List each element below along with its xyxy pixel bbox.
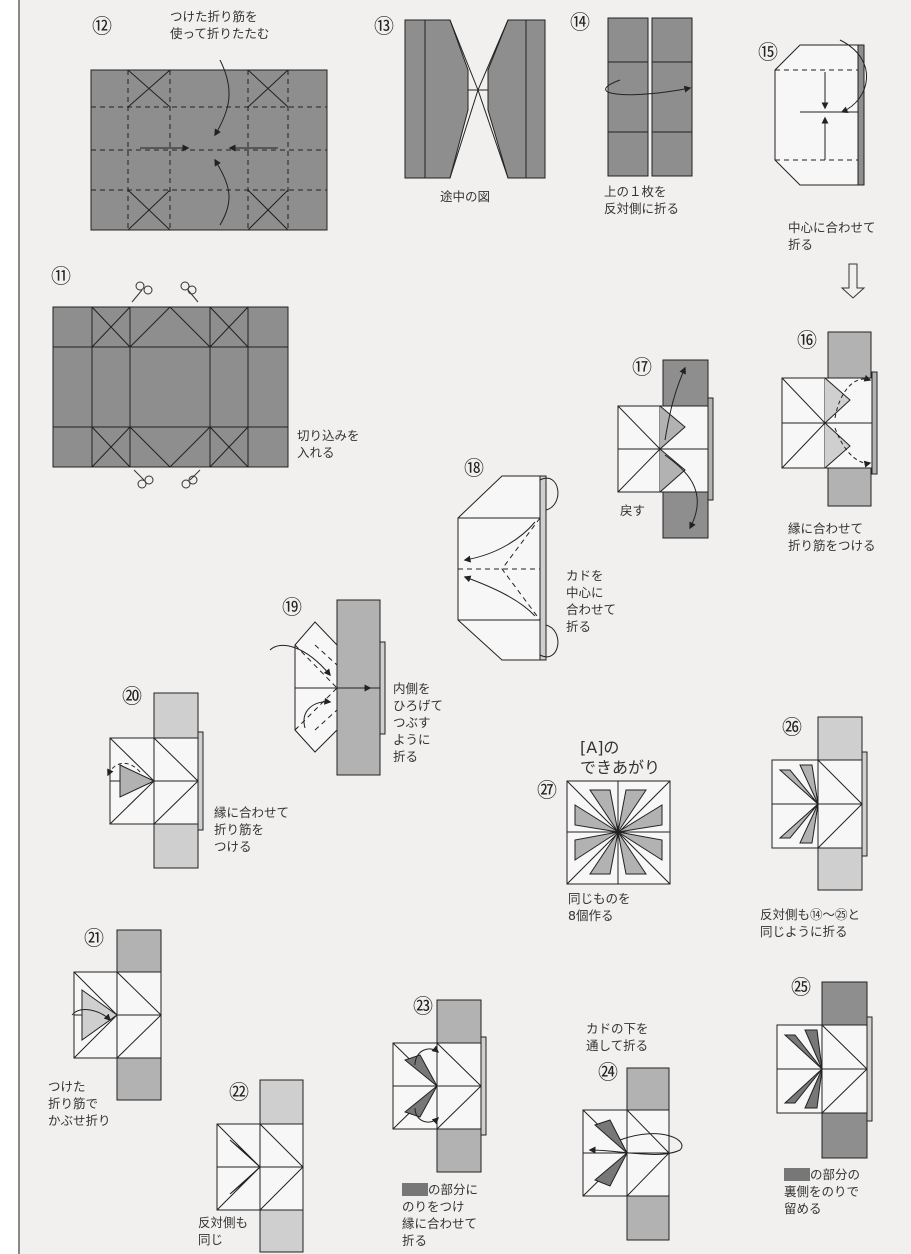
step-caption: カドを 中心に 合わせて 折る xyxy=(566,567,616,635)
step-caption: 同じものを 8個作る xyxy=(568,890,631,924)
step-number: ⑯ xyxy=(797,330,817,350)
step-number: ⑱ xyxy=(464,458,484,478)
step-18-diagram xyxy=(458,476,558,660)
step-caption-line1: の部分の xyxy=(784,1166,860,1183)
step-number: ⑪ xyxy=(51,266,71,286)
step-20-diagram xyxy=(108,693,203,868)
step-number: ㉔ xyxy=(598,1062,618,1082)
step-caption: 裏側をのりで 留める xyxy=(784,1183,859,1217)
step-caption-line1: の部分に xyxy=(402,1181,478,1198)
down-arrow xyxy=(842,264,864,298)
step-number: ⑳ xyxy=(122,686,142,706)
step-caption: のりをつけ 縁に合わせて 折る xyxy=(402,1198,477,1249)
step-21-diagram xyxy=(72,930,161,1100)
step-13-diagram xyxy=(405,20,545,178)
step-23-diagram xyxy=(393,1000,486,1172)
step-caption: 縁に合わせて 折り筋をつける xyxy=(788,520,876,554)
step-11-diagram xyxy=(53,307,288,467)
step-12-diagram xyxy=(91,60,327,230)
step-caption: 反対側も 同じ xyxy=(198,1214,248,1248)
glue-swatch xyxy=(402,1183,428,1196)
step-number: ⑰ xyxy=(632,357,652,377)
step-25-diagram xyxy=(777,982,872,1158)
step-number: ㉖ xyxy=(782,717,802,737)
step-16-diagram xyxy=(782,332,877,506)
step-number: ⑭ xyxy=(570,12,590,32)
step-number: ⑲ xyxy=(282,597,302,617)
step-caption: カドの下を 通して折る xyxy=(586,1020,649,1054)
step-27-diagram xyxy=(567,781,670,884)
step-caption: 切り込みを 入れる xyxy=(297,427,360,461)
step-number: ㉒ xyxy=(229,1082,249,1102)
step-number: ⑬ xyxy=(374,16,394,36)
step-caption: 中心に合わせて 折る xyxy=(788,219,876,253)
step-caption: つけた 折り筋で かぶせ折り xyxy=(48,1078,111,1129)
glue-swatch xyxy=(784,1168,810,1181)
step-caption: 戻す xyxy=(620,502,645,519)
step-19-diagram xyxy=(270,600,385,775)
step-14-diagram xyxy=(606,18,692,176)
step-number: ⑮ xyxy=(758,42,778,62)
step-title: [A]の できあがり xyxy=(580,738,660,778)
step-number: ⑫ xyxy=(92,16,112,36)
step-caption: 上の１枚を 反対側に折る xyxy=(604,183,679,217)
step-number: ㉑ xyxy=(84,928,104,948)
step-caption: 反対側も⑭～㉕と 同じように折る xyxy=(760,906,860,940)
step-caption: 内側を ひろげて つぶす ように 折る xyxy=(393,680,443,765)
step-caption: 途中の図 xyxy=(440,188,490,205)
step-number: ㉕ xyxy=(791,977,811,997)
step-26-diagram xyxy=(772,717,867,890)
step-number: ㉗ xyxy=(537,780,557,800)
step-caption: 縁に合わせて 折り筋を つける xyxy=(214,804,289,855)
step-caption: つけた折り筋を 使って折りたたむ xyxy=(170,8,269,42)
step-24-diagram xyxy=(583,1068,682,1240)
step-number: ㉓ xyxy=(413,996,433,1016)
instruction-page: ⑫ ⑬ ⑭ ⑮ ⑪ ⑰ ⑯ ⑱ ⑲ ⑳ ㉗ ㉖ ㉑ ㉒ ㉓ ㉔ ㉕ つけた折り筋… xyxy=(18,0,911,1254)
step-15-diagram xyxy=(775,40,867,185)
